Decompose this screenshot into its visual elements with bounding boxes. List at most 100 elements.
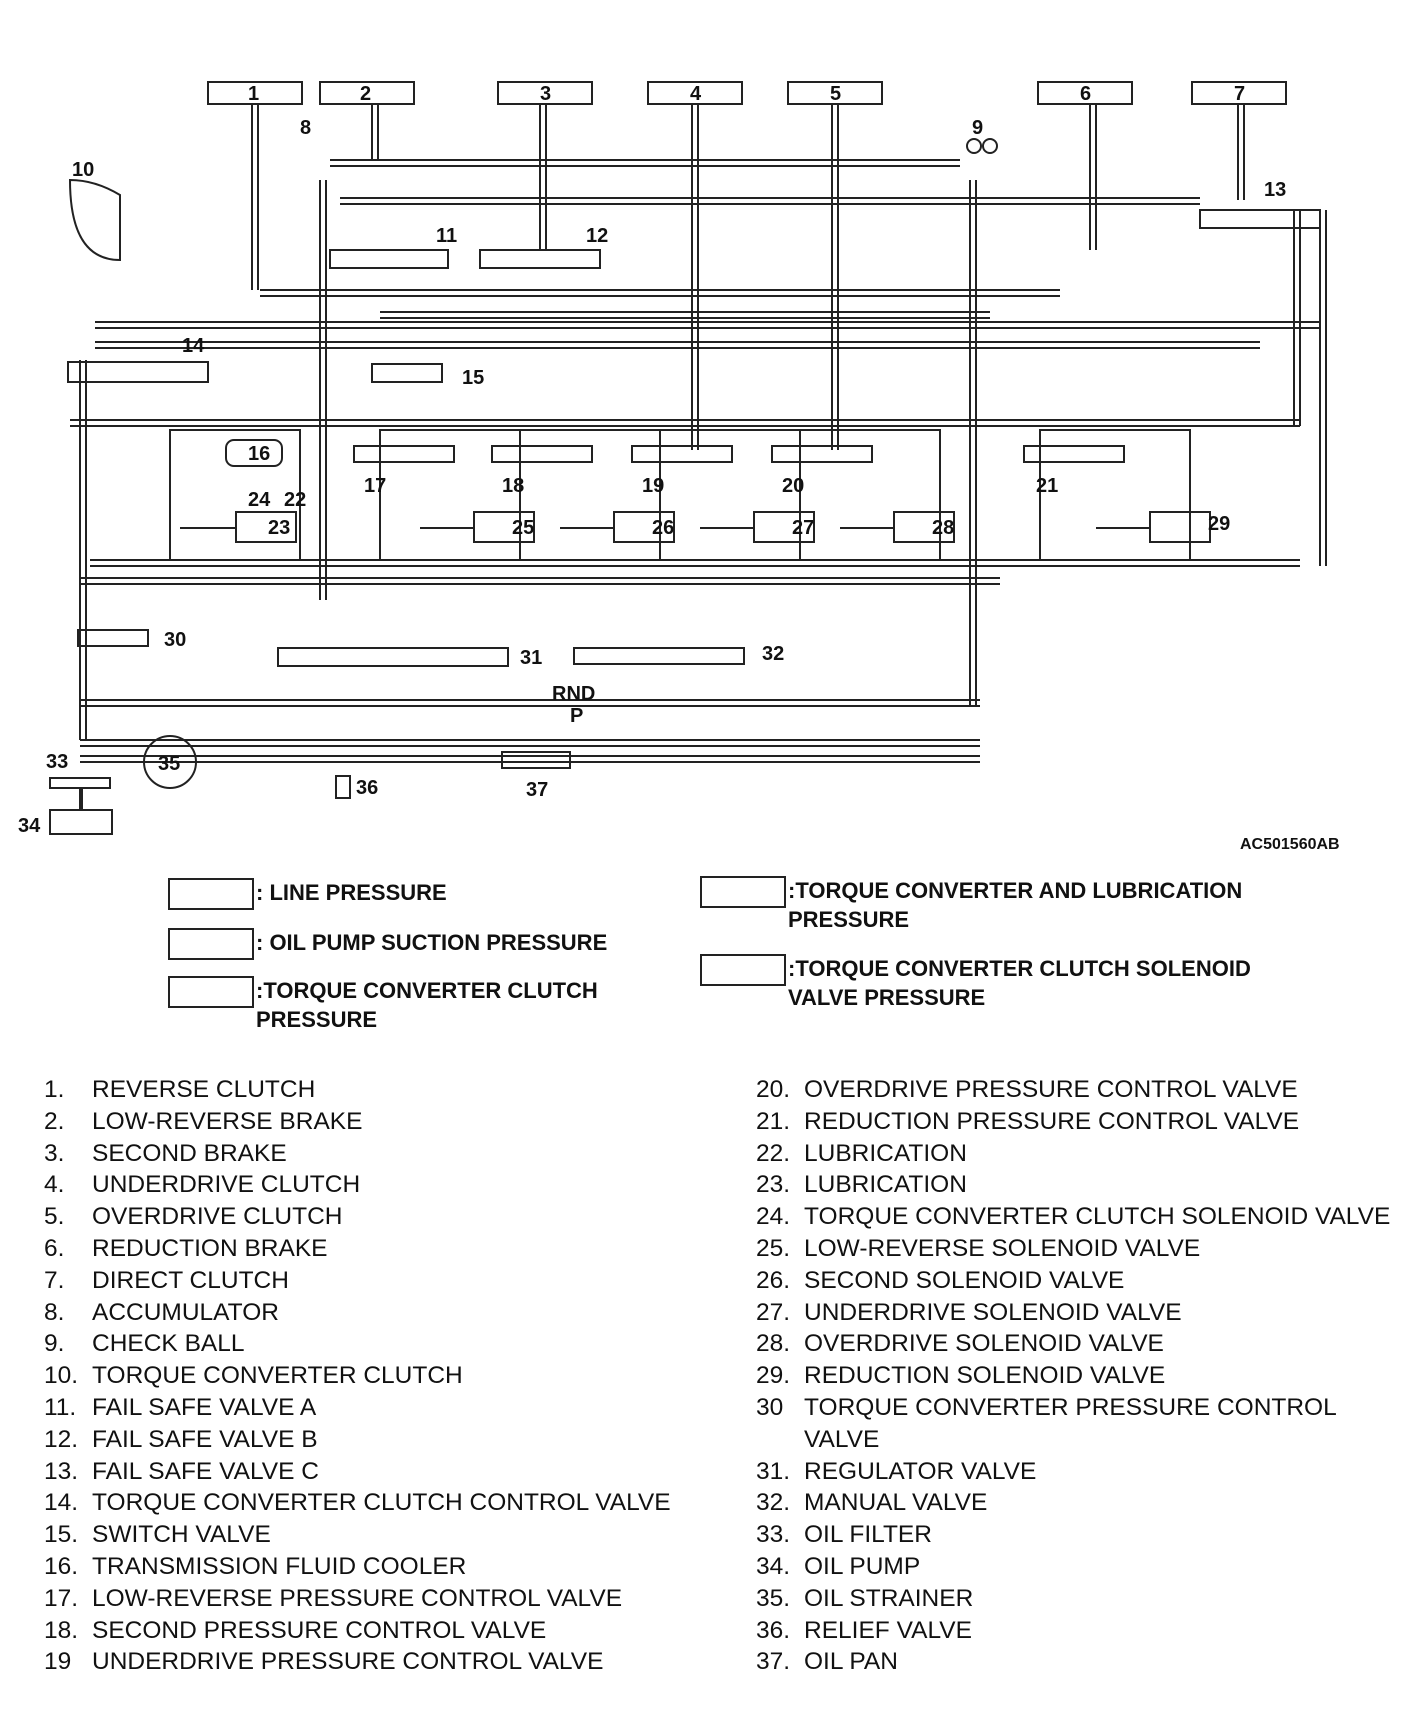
callout-30: 30	[164, 629, 186, 651]
callout-36: 36	[356, 777, 378, 799]
callout-11: 11	[436, 225, 457, 247]
list-item-name: FAIL SAFE VALVE B	[92, 1425, 318, 1453]
list-item-name: TRANSMISSION FLUID COOLER	[92, 1552, 467, 1580]
bay-27	[659, 429, 801, 561]
callout-31: 31	[520, 647, 542, 669]
list-item: 13.FAIL SAFE VALVE C	[44, 1456, 684, 1488]
list-item-number: 12.	[44, 1425, 79, 1453]
callout-19: 19	[642, 475, 664, 497]
callout-3: 3	[540, 83, 551, 105]
callout-4: 4	[690, 83, 702, 105]
passage-wide2	[95, 341, 1260, 349]
list-item-name: SECOND BRAKE	[92, 1139, 287, 1167]
callout-25: 25	[512, 517, 534, 539]
list-item-name: REDUCTION PRESSURE CONTROL VALVE	[804, 1107, 1300, 1135]
passage-v-left	[79, 360, 87, 740]
callout-15: 15	[462, 367, 484, 389]
legend-swatch	[700, 954, 786, 986]
list-item: 4.UNDERDRIVE CLUTCH	[44, 1169, 684, 1201]
list-item-number: 27.	[756, 1298, 791, 1326]
passage-v4	[691, 104, 699, 450]
callout-37: 37	[526, 779, 548, 801]
list-item-number: 4.	[44, 1171, 65, 1199]
relief-valve-shape	[335, 775, 351, 799]
passage-v6	[1089, 104, 1097, 250]
list-item: 17.LOW-REVERSE PRESSURE CONTROL VALVE	[44, 1583, 684, 1615]
callout-2: 2	[360, 83, 371, 105]
list-item-number: 21.	[756, 1107, 791, 1135]
bay-25	[379, 429, 521, 561]
list-item-number: 34.	[756, 1552, 791, 1580]
list-item: 23.LUBRICATION	[756, 1169, 1396, 1201]
list-item-number: 31.	[756, 1457, 791, 1485]
list-item-name: TORQUE CONVERTER CLUTCH	[92, 1362, 463, 1390]
callout-21: 21	[1036, 475, 1058, 497]
list-item-number: 35.	[756, 1584, 791, 1612]
list-item-name: LOW-REVERSE SOLENOID VALVE	[804, 1234, 1201, 1262]
callout-8: 8	[300, 117, 311, 139]
list-item: 26.SECOND SOLENOID VALVE	[756, 1265, 1396, 1297]
bay-29	[1039, 429, 1191, 561]
legend-label: :TORQUE CONVERTER AND LUBRICATION PRESSU…	[788, 878, 1243, 932]
callout-7: 7	[1234, 83, 1245, 105]
list-item-number: 5.	[44, 1203, 65, 1231]
passage-bottom	[80, 699, 980, 707]
callout-33: 33	[46, 751, 68, 773]
list-item-name: RELIEF VALVE	[804, 1616, 972, 1644]
list-item-number: 8.	[44, 1298, 65, 1326]
callout-17: 17	[364, 475, 386, 497]
list-item-number: 6.	[44, 1234, 65, 1262]
callout-14: 14	[182, 335, 205, 357]
passage-bottom2	[80, 739, 980, 747]
reduction-solenoid-box	[1149, 511, 1211, 543]
list-item-name: OIL PAN	[804, 1648, 898, 1676]
passage-v2	[371, 104, 379, 160]
list-item-name: SECOND PRESSURE CONTROL VALVE	[92, 1616, 547, 1644]
list-item-number: 19	[44, 1648, 72, 1676]
list-item-number: 28.	[756, 1330, 791, 1358]
callout-27: 27	[792, 517, 814, 539]
list-item-number: 32.	[756, 1489, 791, 1517]
list-item: 18. SECOND PRESSURE CONTROL VALVE	[44, 1615, 684, 1647]
callout-12: 12	[586, 225, 608, 247]
legend-swatch	[168, 928, 254, 960]
passage-v-far-right	[1293, 210, 1301, 426]
list-item-name: LUBRICATION	[804, 1139, 967, 1167]
check-ball-shape	[966, 138, 982, 154]
list-item-name: OIL FILTER	[804, 1521, 932, 1549]
list-item-number: 11.	[44, 1393, 77, 1421]
passage-wide	[95, 321, 1320, 329]
passage-v-edge	[1319, 210, 1327, 566]
list-item-number: 29.	[756, 1362, 791, 1390]
passage-v5	[831, 104, 839, 450]
passage-mid	[260, 289, 1060, 297]
callout-18: 18	[502, 475, 524, 497]
callout-13: 13	[1264, 179, 1286, 201]
callout-29: 29	[1208, 513, 1230, 535]
callout-5: 5	[830, 83, 841, 105]
underdrive-clutch-box	[647, 81, 743, 105]
legend-swatch	[700, 876, 786, 908]
list-item-number: 36.	[756, 1616, 791, 1644]
list-item: 7.DIRECT CLUTCH	[44, 1265, 684, 1297]
list-item-number: 18.	[44, 1616, 79, 1644]
list-item-name: ACCUMULATOR	[92, 1298, 279, 1326]
second-pcv-body	[491, 445, 593, 463]
list-item: 12. FAIL SAFE VALVE B	[44, 1424, 684, 1456]
list-item: 1. REVERSE CLUTCH	[44, 1074, 684, 1106]
list-item-name: REVERSE CLUTCH	[92, 1076, 316, 1103]
callout-10: 10	[72, 159, 94, 181]
bay-23	[169, 429, 301, 561]
list-item-name: DIRECT CLUTCH	[92, 1266, 289, 1294]
list-item-name: OIL PUMP	[804, 1552, 921, 1580]
list-item-name: OVERDRIVE SOLENOID VALVE	[804, 1330, 1164, 1358]
list-item-name: OVERDRIVE PRESSURE CONTROL VALVE	[804, 1076, 1298, 1103]
callout-1: 1	[248, 83, 259, 105]
legend-swatch	[168, 878, 254, 910]
callout-24: 24	[248, 489, 271, 511]
list-item-name: TORQUE CONVERTER CLUTCH SOLENOID VALVE	[804, 1203, 1391, 1231]
list-item: 32.MANUAL VALVE	[756, 1487, 1396, 1519]
list-item-number: 1.	[44, 1076, 65, 1103]
